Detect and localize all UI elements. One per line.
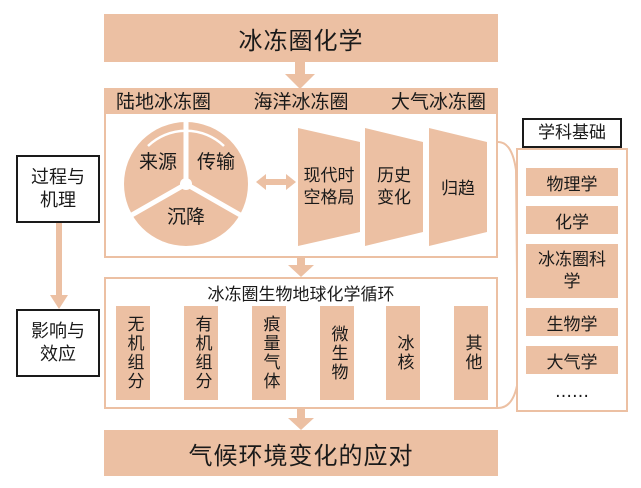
left-box-impact-line1: 影响与: [31, 320, 85, 342]
left-box-impact-line2: 效应: [40, 344, 76, 365]
sphere-ocean: 海洋冰冻圈: [253, 90, 349, 113]
trapezoid-fate-line1: 归趋: [441, 178, 475, 199]
trapezoid-fate-label: 归趋: [429, 170, 487, 202]
arrow-top-to-spheres: [285, 62, 315, 89]
column-inorganic: 无机组分: [116, 306, 150, 400]
sphere-header: 陆地冰冻圈 海洋冰冻圈 大气冰冻圈: [104, 88, 498, 113]
trapezoid-history: [365, 128, 423, 246]
trapezoid-fate: [429, 128, 487, 246]
column-trace-gas: 痕量气体: [252, 306, 286, 400]
left-box-process: 过程与 机理: [16, 155, 100, 223]
discipline-chemistry: 化学: [526, 206, 618, 234]
cycle-transport: 传输: [196, 150, 235, 173]
sphere-atmosphere: 大气冰冻圈: [390, 90, 486, 113]
column-microbes: 微生物: [320, 306, 354, 400]
bottom-title-bar: 气候环境变化的应对: [104, 430, 498, 476]
left-box-process-line1: 过程与: [31, 166, 85, 188]
discipline-title: 学科基础: [522, 118, 622, 148]
left-arrow-down: [50, 223, 68, 309]
trapezoid-modern: [298, 128, 360, 246]
trapezoid-history-label: 历史 变化: [365, 160, 423, 214]
bottom-title: 气候环境变化的应对: [188, 441, 414, 470]
discipline-more: ……: [555, 382, 589, 402]
cycle-deposition: 沉降: [166, 205, 205, 228]
discipline-physics: 物理学: [526, 168, 618, 196]
trapezoid-history-line2: 变化: [377, 188, 411, 208]
cycle-source: 来源: [138, 150, 177, 173]
discipline-cryosphere-science: 冰冻圈科学: [526, 244, 618, 298]
arrow-bottom-down: [288, 409, 314, 430]
left-box-process-line2: 机理: [40, 190, 76, 211]
column-ice-nuclei: 冰核: [386, 306, 420, 400]
trapezoid-modern-line2: 空格局: [303, 188, 355, 208]
trapezoid-modern-line1: 现代时: [303, 165, 355, 186]
discipline-biology: 生物学: [526, 308, 618, 336]
cycle-diagram: [124, 116, 248, 246]
trapezoid-modern-label: 现代时 空格局: [298, 160, 360, 214]
column-other: 其他: [454, 306, 488, 400]
top-title-bar: 冰冻圈化学: [104, 14, 498, 62]
column-organic: 有机组分: [184, 306, 218, 400]
biogeochem-panel: [104, 277, 498, 409]
trapezoid-history-line1: 历史: [377, 165, 411, 186]
biogeochem-title: 冰冻圈生物地球化学循环: [207, 284, 395, 305]
discipline-atmospheric: 大气学: [526, 346, 618, 374]
discipline-cryosphere-science-label: 冰冻圈科学: [538, 249, 606, 292]
arrow-middle-down: [288, 256, 314, 277]
top-title: 冰冻圈化学: [238, 26, 364, 55]
double-arrow-icon: [256, 174, 296, 190]
left-box-impact: 影响与 效应: [16, 309, 100, 377]
sphere-land: 陆地冰冻圈: [116, 90, 212, 113]
